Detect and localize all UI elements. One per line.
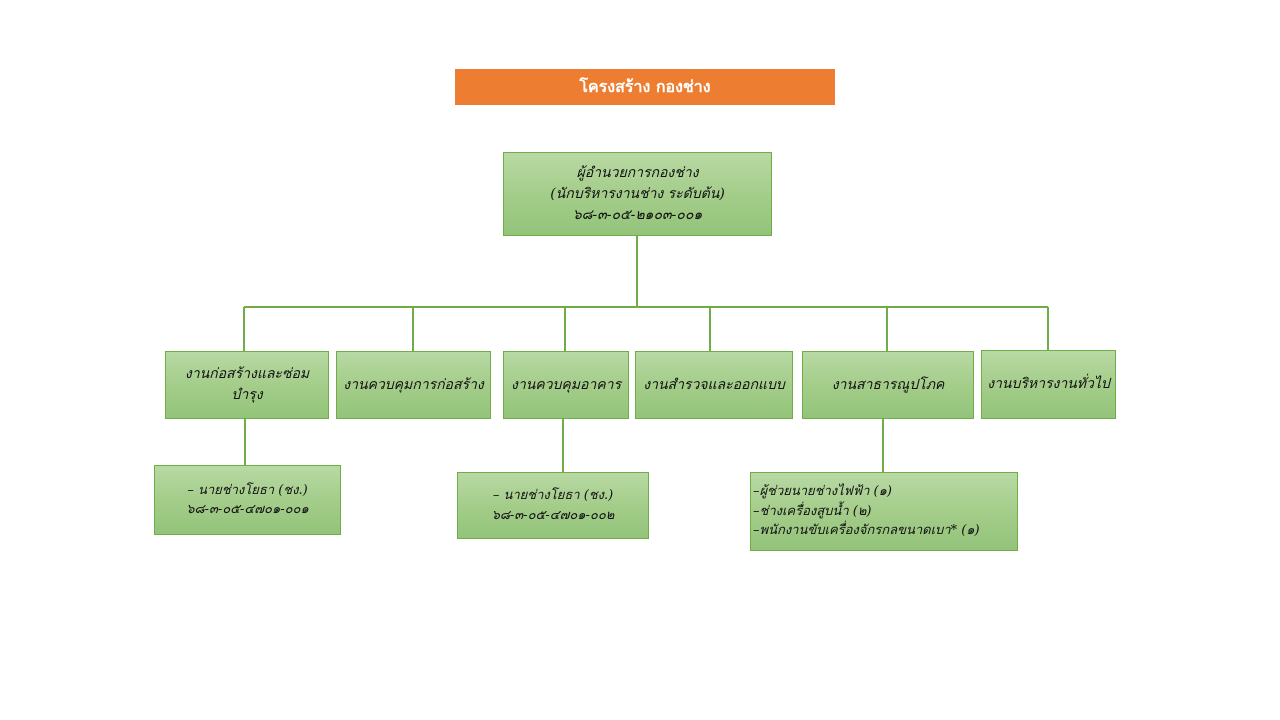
unit-construction-maintenance: งานก่อสร้างและซ่อมบำรุง (165, 351, 329, 419)
unit-general-administration: งานบริหารงานทั่วไป (981, 350, 1116, 419)
unit-label: งานควบคุมอาคาร (511, 376, 621, 393)
staff-box-building: – นายช่างโยธา (ชง.) ๖๘-๓-๐๕-๔๗๐๑-๐๐๒ (457, 472, 649, 539)
director-title: ผู้อำนวยการกองช่าง (576, 164, 699, 181)
staff-position-code: ๖๘-๓-๐๕-๔๗๐๑-๐๐๑ (186, 502, 309, 517)
staff-list-item: –ช่างเครื่องสูบน้ำ (๒) (753, 503, 872, 519)
director-subtitle: (นักบริหารงานช่าง ระดับต้น) (550, 185, 725, 202)
unit-label: งานสาธารณูปโภค (831, 376, 945, 393)
director-box: ผู้อำนวยการกองช่าง (นักบริหารงานช่าง ระด… (503, 152, 772, 236)
staff-position-code: ๖๘-๓-๐๕-๔๗๐๑-๐๐๒ (491, 507, 615, 523)
staff-list-item: –พนักงานขับเครื่องจักรกลขนาดเบา* (๑) (753, 523, 980, 539)
unit-survey-design: งานสำรวจและออกแบบ (635, 351, 793, 419)
staff-box-utilities: –ผู้ช่วยนายช่างไฟฟ้า (๑) –ช่างเครื่องสูบ… (750, 472, 1018, 551)
unit-building-control: งานควบคุมอาคาร (503, 351, 629, 419)
unit-label: งานบริหารงานทั่วไป (987, 376, 1110, 392)
staff-position: – นายช่างโยธา (ชง.) (187, 482, 308, 498)
staff-list-item: –ผู้ช่วยนายช่างไฟฟ้า (๑) (753, 484, 892, 500)
director-position-code: ๖๘-๓-๐๕-๒๑๐๓-๐๐๑ (572, 206, 703, 223)
staff-box-construction: – นายช่างโยธา (ชง.) ๖๘-๓-๐๕-๔๗๐๑-๐๐๑ (154, 465, 341, 535)
unit-label: งานควบคุมการก่อสร้าง (343, 376, 484, 393)
page-title: โครงสร้าง กองช่าง (455, 69, 835, 105)
unit-construction-control: งานควบคุมการก่อสร้าง (336, 351, 491, 419)
unit-label: งานก่อสร้างและซ่อมบำรุง (184, 366, 310, 403)
unit-public-utilities: งานสาธารณูปโภค (802, 351, 974, 419)
staff-position: – นายช่างโยธา (ชง.) (492, 488, 614, 503)
unit-label: งานสำรวจและออกแบบ (643, 376, 785, 393)
